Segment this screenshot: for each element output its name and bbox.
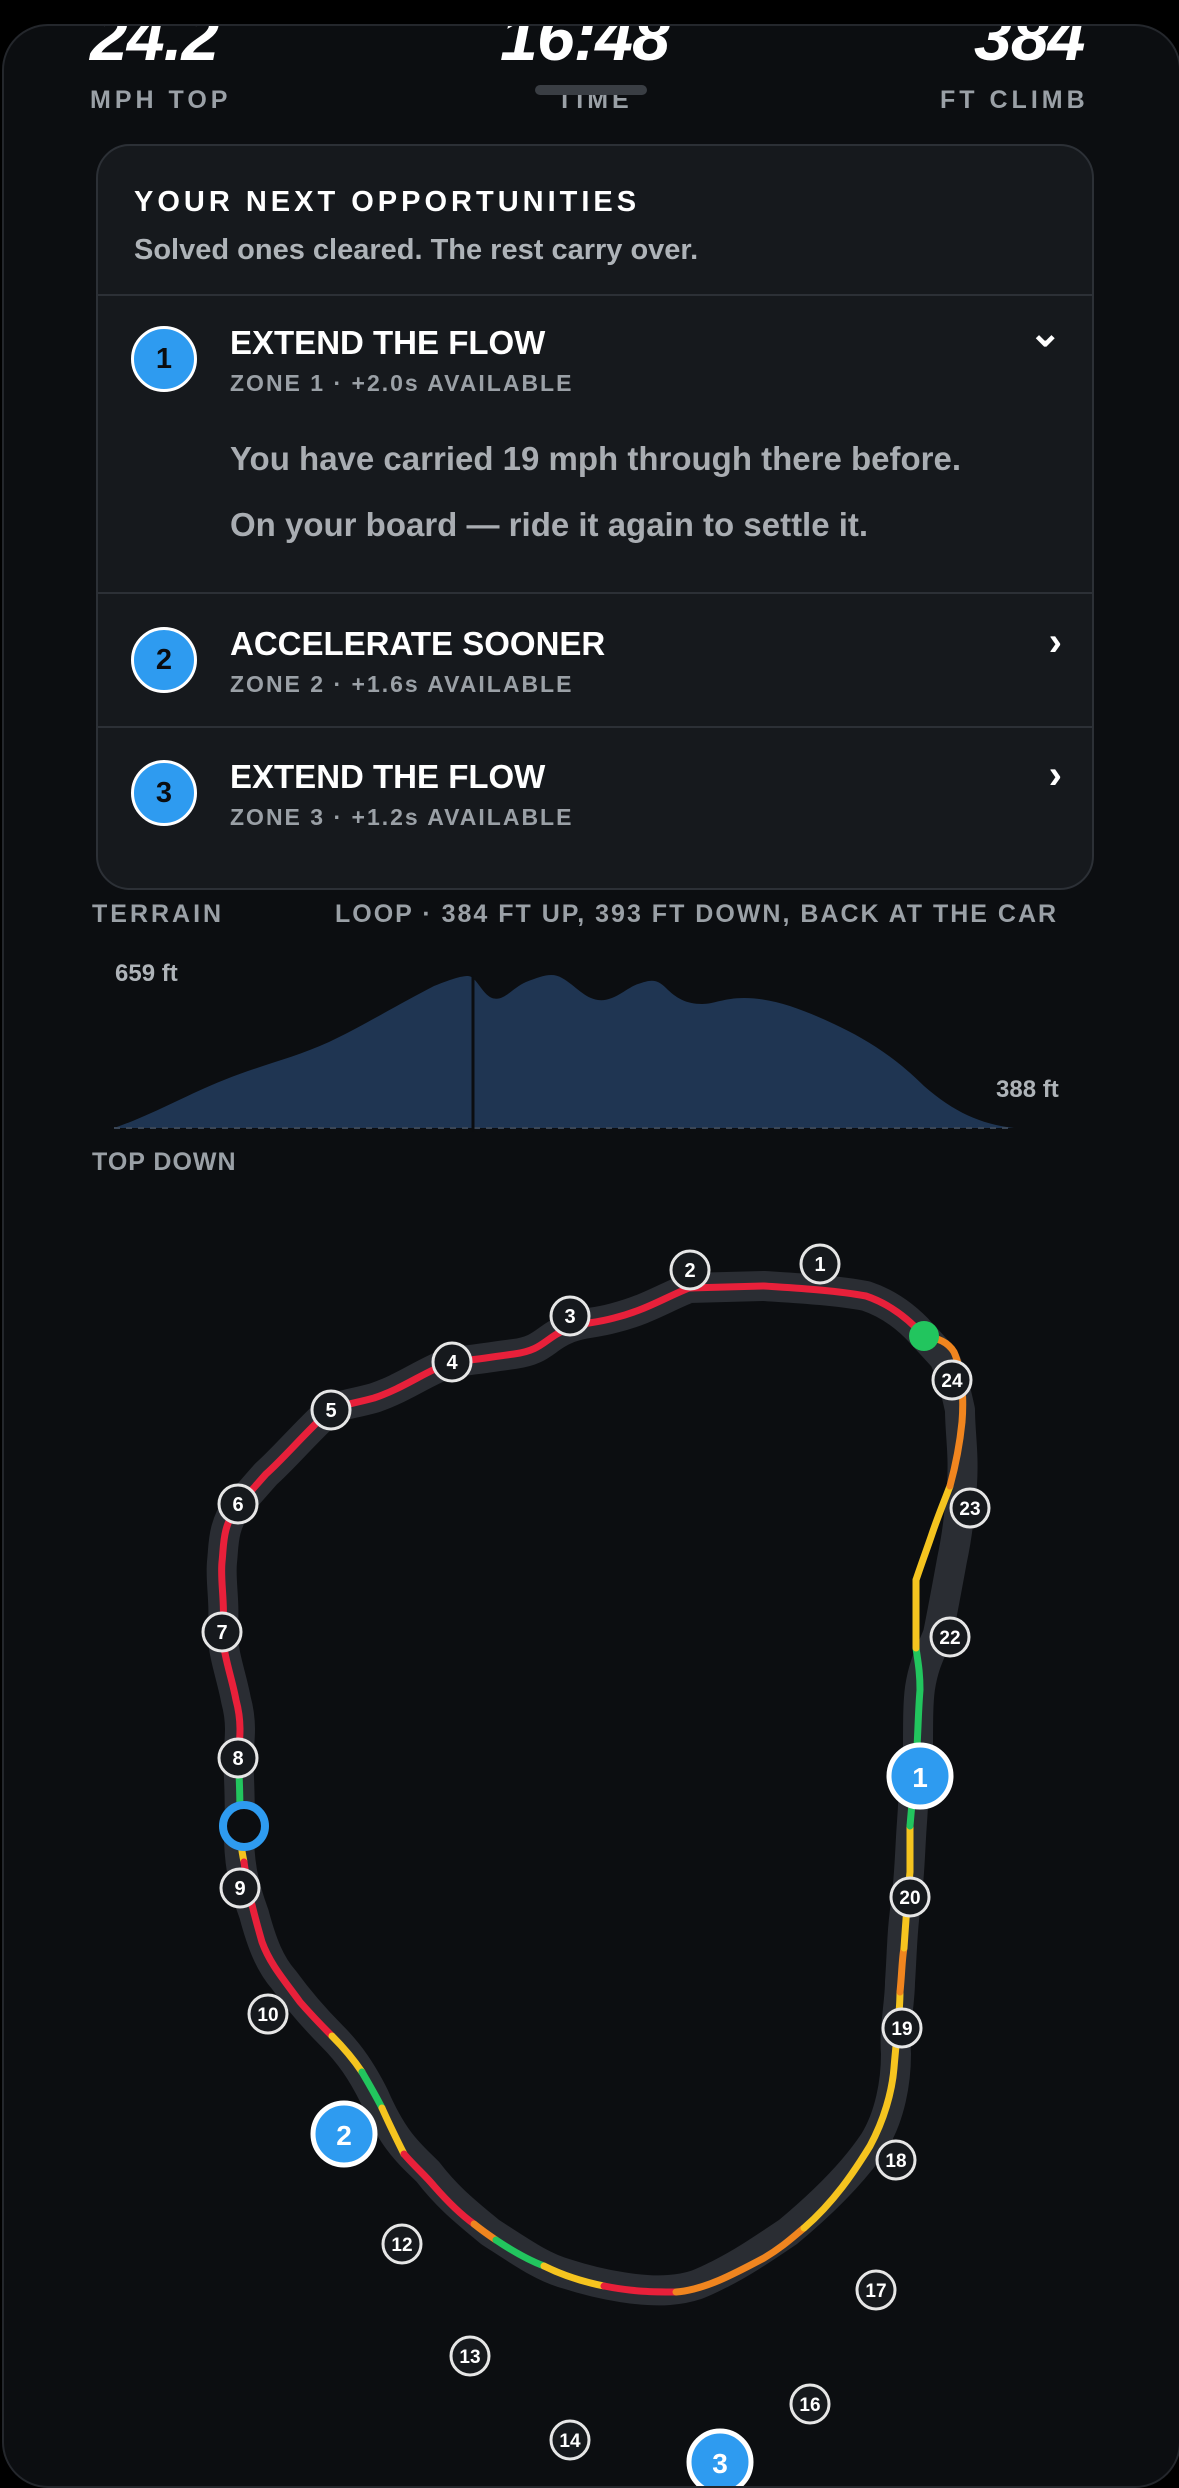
segment-marker-19[interactable]: 19 <box>881 2007 923 2049</box>
opportunities-title: YOUR NEXT OPPORTUNITIES <box>134 186 641 218</box>
terrain-label: TERRAIN <box>92 900 225 928</box>
segment-marker-24[interactable]: 24 <box>931 1359 973 1401</box>
segment-marker-7[interactable]: 7 <box>201 1611 243 1653</box>
topdown-label: TOP DOWN <box>92 1148 237 1176</box>
time-value: 16:48 <box>500 24 670 75</box>
top-speed-label: MPH TOP <box>90 86 232 114</box>
terrain-elevation-chart <box>114 975 1014 1132</box>
elevation-min-label: 388 ft <box>996 1076 1059 1103</box>
segment-marker-label: 10 <box>257 2005 278 2026</box>
segment-marker-label: 23 <box>959 1499 980 1520</box>
zone-badge-1: 1 <box>131 326 197 392</box>
segment-marker-label: 16 <box>799 2395 820 2416</box>
segment-marker-label: 8 <box>232 1748 243 1770</box>
chevron-down-icon[interactable]: ⌄ <box>1028 311 1062 355</box>
zone-badge-2: 2 <box>131 627 197 693</box>
segment-marker-18[interactable]: 18 <box>875 2139 917 2181</box>
opportunity-title: EXTEND THE FLOW <box>230 758 546 795</box>
segment-marker-6[interactable]: 6 <box>217 1483 259 1525</box>
segment-marker-label: 9 <box>234 1878 245 1900</box>
segment-marker-4[interactable]: 4 <box>431 1341 473 1383</box>
opportunity-row-3[interactable]: 3 EXTEND THE FLOW ZONE 3 · +1.2s AVAILAB… <box>98 726 1092 888</box>
segment-marker-3[interactable]: 3 <box>549 1295 591 1337</box>
zone-2-label: 2 <box>336 2120 352 2151</box>
elevation-area <box>114 975 1014 1128</box>
segment-marker-label: 22 <box>939 1628 960 1649</box>
segment-marker-16[interactable]: 16 <box>789 2383 831 2425</box>
climb-value: 384 <box>974 24 1085 75</box>
segment-marker-label: 3 <box>564 1306 575 1328</box>
segment-marker-label: 6 <box>232 1494 243 1516</box>
opportunity-detail: You have carried 19 mph through there be… <box>230 440 962 477</box>
segment-marker-label: 4 <box>446 1352 458 1374</box>
segment-marker-12[interactable]: 12 <box>381 2223 423 2265</box>
segment-marker-8[interactable]: 8 <box>217 1737 259 1779</box>
ride-summary-sheet: 24.2 MPH TOP 16:48 TIME 384 FT CLIMB YOU… <box>2 24 1179 2488</box>
climb-label: FT CLIMB <box>940 86 1089 114</box>
segment-marker-13[interactable]: 13 <box>449 2335 491 2377</box>
segment-marker-10[interactable]: 10 <box>247 1993 289 2035</box>
segment-marker-label: 7 <box>216 1622 227 1644</box>
segment-marker-label: 12 <box>391 2235 412 2256</box>
opportunity-title: ACCELERATE SOONER <box>230 625 606 662</box>
position-marker <box>219 1801 269 1851</box>
elevation-max-label: 659 ft <box>115 960 178 987</box>
opportunities-card: YOUR NEXT OPPORTUNITIES Solved ones clea… <box>96 144 1094 890</box>
segment-marker-label: 5 <box>325 1400 336 1422</box>
opportunity-title: EXTEND THE FLOW <box>230 324 546 361</box>
zone-1-marker[interactable]: 1 <box>886 1742 954 1810</box>
segment-marker-label: 2 <box>684 1260 695 1282</box>
opportunity-detail: On your board — ride it again to settle … <box>230 506 869 543</box>
segment-marker-label: 1 <box>814 1254 825 1276</box>
segment-marker-23[interactable]: 23 <box>949 1487 991 1529</box>
zone-2-marker[interactable]: 2 <box>310 2100 378 2168</box>
segment-marker-label: 18 <box>885 2151 906 2172</box>
opportunities-subtitle: Solved ones cleared. The rest carry over… <box>134 234 699 266</box>
zone-3-marker[interactable]: 3 <box>686 2428 754 2488</box>
segment-marker-label: 19 <box>891 2019 912 2040</box>
segment-marker-label: 13 <box>459 2347 480 2368</box>
segment-marker-22[interactable]: 22 <box>929 1616 971 1658</box>
segment-marker-14[interactable]: 14 <box>549 2419 591 2461</box>
terrain-summary: LOOP · 384 FT UP, 393 FT DOWN, BACK AT T… <box>335 900 1059 928</box>
chevron-right-icon[interactable]: › <box>1048 753 1062 797</box>
zone-1-label: 1 <box>912 1762 928 1793</box>
segment-marker-17[interactable]: 17 <box>855 2269 897 2311</box>
opportunity-row-1[interactable]: 1 EXTEND THE FLOW ZONE 1 · +2.0s AVAILAB… <box>98 294 1092 594</box>
sheet-drag-handle[interactable] <box>535 85 647 95</box>
segment-marker-9[interactable]: 9 <box>219 1867 261 1909</box>
zone-badge-3: 3 <box>131 760 197 826</box>
opportunity-meta: ZONE 1 · +2.0s AVAILABLE <box>230 370 574 396</box>
chevron-right-icon[interactable]: › <box>1048 620 1062 664</box>
segment-marker-label: 24 <box>941 1371 963 1392</box>
segment-marker-5[interactable]: 5 <box>310 1389 352 1431</box>
segment-marker-2[interactable]: 2 <box>669 1249 711 1291</box>
segment-marker-label: 17 <box>865 2281 886 2302</box>
segment-marker-label: 20 <box>899 1888 920 1909</box>
start-marker <box>909 1321 939 1351</box>
zone-3-label: 3 <box>712 2448 728 2479</box>
top-speed-value: 24.2 <box>90 24 219 75</box>
segment-marker-1[interactable]: 1 <box>799 1243 841 1285</box>
opportunity-row-2[interactable]: 2 ACCELERATE SOONER ZONE 2 · +1.6s AVAIL… <box>98 592 1092 728</box>
opportunity-meta: ZONE 3 · +1.2s AVAILABLE <box>230 804 574 830</box>
segment-marker-label: 14 <box>559 2431 581 2452</box>
opportunity-meta: ZONE 2 · +1.6s AVAILABLE <box>230 671 574 697</box>
segment-marker-20[interactable]: 20 <box>889 1876 931 1918</box>
